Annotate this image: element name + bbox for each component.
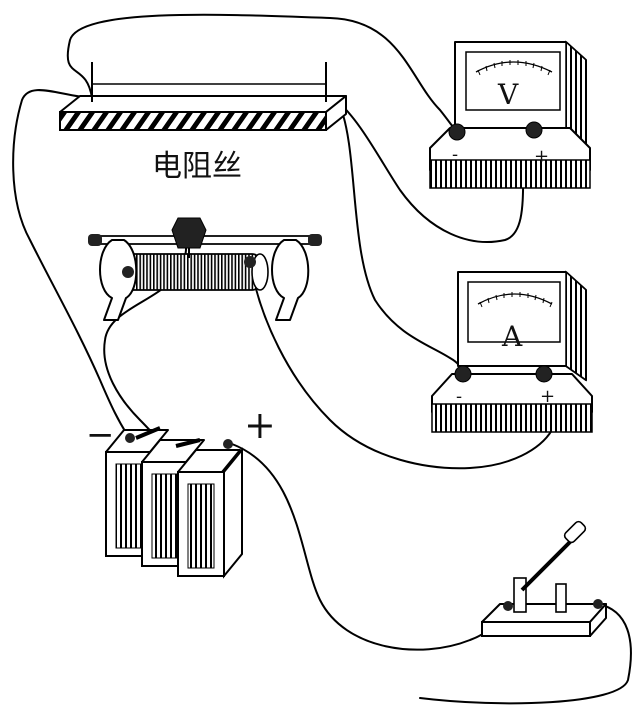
wire-wire-to-battery-minus bbox=[12, 89, 129, 437]
ammeter-plus-label: + bbox=[540, 386, 555, 407]
resistance-wire-base bbox=[59, 111, 327, 131]
rheostat-rod-end-right bbox=[308, 234, 322, 246]
switch-base bbox=[481, 621, 591, 637]
voltmeter: V - + bbox=[429, 40, 591, 189]
resistance-wire: 电阻丝 bbox=[59, 62, 347, 184]
rheostat-coil-end-right bbox=[251, 253, 269, 291]
rheostat-slider bbox=[171, 217, 207, 249]
knife-switch[interactable] bbox=[481, 520, 607, 637]
battery-link-2 bbox=[175, 438, 201, 448]
switch-blade bbox=[520, 538, 574, 592]
battery-minus-sign: − bbox=[86, 415, 115, 455]
ammeter-symbol: A bbox=[501, 320, 523, 353]
resistance-wire-label: 电阻丝 bbox=[152, 149, 242, 184]
switch-post-left bbox=[513, 577, 527, 613]
rheostat-terminal-left bbox=[122, 266, 134, 278]
switch-terminal-left bbox=[503, 601, 513, 611]
voltmeter-scale bbox=[475, 61, 553, 73]
wire-battery-plus-to-switch-left bbox=[231, 443, 509, 651]
resistance-wire-base-top bbox=[59, 95, 347, 113]
ammeter-side bbox=[565, 270, 587, 382]
ammeter-minus-label: - bbox=[456, 386, 462, 407]
switch-base-top bbox=[481, 603, 607, 623]
rheostat-coil bbox=[119, 253, 261, 291]
wire-switch-right-return bbox=[419, 603, 632, 705]
voltmeter-symbol: V bbox=[497, 78, 519, 111]
battery-plus-sign: + bbox=[244, 403, 276, 447]
ammeter-scale-ticks bbox=[479, 292, 553, 308]
switch-base-side bbox=[589, 603, 607, 637]
resistance-wire-base-side bbox=[325, 95, 347, 131]
battery-terminal-minus bbox=[125, 433, 135, 443]
rheostat-rod-end-left bbox=[88, 234, 102, 246]
switch-handle bbox=[563, 520, 587, 544]
wire-wire-to-voltmeter-minus bbox=[66, 13, 458, 133]
battery-terminal-plus bbox=[223, 439, 233, 449]
rheostat-stand-right bbox=[271, 239, 310, 321]
rheostat-terminal-right bbox=[244, 256, 256, 268]
battery-pack: − + bbox=[86, 403, 276, 579]
ammeter: A - + bbox=[431, 270, 593, 433]
ammeter-terminal-plus[interactable] bbox=[535, 365, 553, 383]
voltmeter-terminal-minus[interactable] bbox=[448, 123, 466, 141]
switch-post-right bbox=[555, 583, 567, 613]
ammeter-dial-window bbox=[467, 281, 561, 343]
rheostat bbox=[88, 217, 322, 321]
ammeter-scale bbox=[477, 293, 553, 305]
battery-link-1 bbox=[135, 426, 161, 440]
voltmeter-terminal-plus[interactable] bbox=[525, 121, 543, 139]
voltmeter-plus-label: + bbox=[534, 146, 549, 167]
battery-cell-3 bbox=[177, 447, 243, 579]
voltmeter-scale-ticks bbox=[477, 60, 551, 76]
rheostat-stand-left bbox=[99, 239, 138, 321]
wire-wire-to-ammeter-minus bbox=[339, 105, 464, 375]
switch-terminal-right bbox=[593, 599, 603, 609]
voltmeter-minus-label: - bbox=[452, 144, 458, 165]
ammeter-terminal-minus[interactable] bbox=[454, 365, 472, 383]
ammeter-base-front bbox=[431, 403, 593, 433]
voltmeter-base-front bbox=[429, 159, 591, 189]
